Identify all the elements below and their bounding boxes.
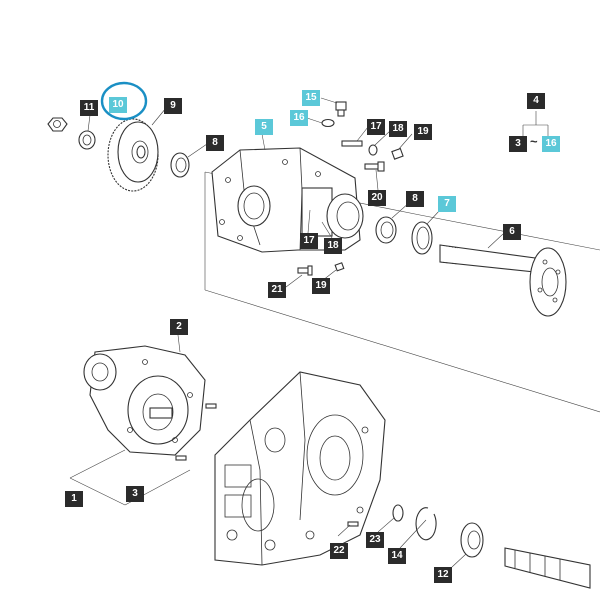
part-22-pin — [347, 521, 359, 527]
callout-17: 17 — [367, 119, 385, 135]
part-2-cover — [83, 345, 206, 456]
callout-8: 8 — [206, 135, 224, 151]
callout-17-lower: 17 — [300, 233, 318, 249]
part-20-bolt — [364, 161, 385, 172]
part-7-seal — [411, 221, 433, 255]
part-main-case — [214, 371, 386, 566]
callout-14: 14 — [388, 548, 406, 564]
callout-23: 23 — [366, 532, 384, 548]
part-shaft-spline — [504, 547, 591, 589]
callout-22: 22 — [330, 543, 348, 559]
callout-4: 4 — [527, 93, 545, 109]
part-9-gear — [107, 118, 159, 192]
callout-8-right: 8 — [406, 191, 424, 207]
callout-3: 3 — [509, 136, 527, 152]
part-8-seal — [170, 152, 190, 178]
part-23-oring — [392, 504, 404, 522]
callout-18-lower: 18 — [324, 238, 342, 254]
callout-16-legend: 16 — [542, 136, 560, 152]
part-21-bolt — [297, 265, 313, 276]
legend-separator: ~ — [530, 134, 538, 149]
part-19-nut — [391, 147, 404, 160]
callout-1: 1 — [65, 491, 83, 507]
part-18-ring — [368, 144, 378, 156]
callout-18: 18 — [389, 121, 407, 137]
callout-11: 11 — [80, 100, 98, 116]
part-washer — [78, 130, 96, 150]
callout-21: 21 — [268, 282, 286, 298]
callout-16: 16 — [290, 110, 308, 126]
part-12-bearing — [460, 522, 484, 558]
callout-20: 20 — [368, 190, 386, 206]
callout-5: 5 — [255, 119, 273, 135]
part-14-circlip — [415, 507, 437, 541]
callout-19: 19 — [414, 124, 432, 140]
part-16-oring — [321, 118, 335, 128]
callout-12: 12 — [434, 567, 452, 583]
part-19-washer — [334, 262, 345, 272]
callout-2: 2 — [170, 319, 188, 335]
callout-9: 9 — [164, 98, 182, 114]
callout-19-lower: 19 — [312, 278, 330, 294]
callout-6: 6 — [503, 224, 521, 240]
part-8-bearing — [375, 216, 397, 244]
part-dowel-pins — [175, 403, 217, 461]
part-6-axle-shaft — [439, 244, 567, 317]
part-5-housing — [211, 147, 364, 253]
callout-7: 7 — [438, 196, 456, 212]
part-17-pin — [341, 140, 363, 147]
highlight-circle — [100, 81, 148, 121]
callout-10: 10 — [109, 97, 127, 113]
part-15-plug — [335, 101, 347, 117]
callout-3-lower: 3 — [126, 486, 144, 502]
part-11-nut — [47, 117, 68, 132]
callout-15: 15 — [302, 90, 320, 106]
